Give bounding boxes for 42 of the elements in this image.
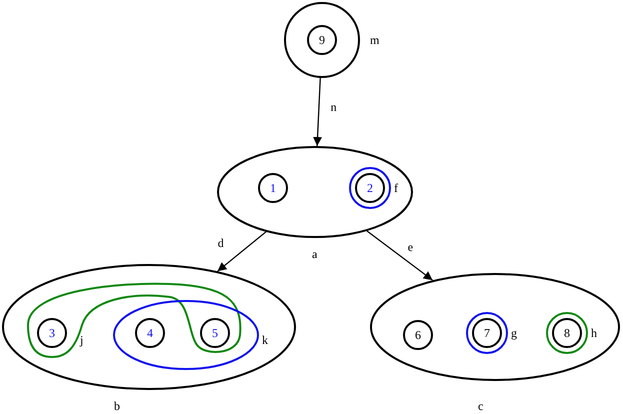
circle-node <box>472 318 502 348</box>
node-label: 7 <box>483 326 491 340</box>
node-label: 3 <box>48 326 56 340</box>
node-label: 2 <box>366 181 374 195</box>
node-label: 8 <box>563 326 571 340</box>
ring <box>349 167 391 209</box>
node-label: 6 <box>414 328 422 342</box>
circle-node <box>37 318 67 348</box>
circle-node <box>200 318 230 348</box>
node-label: m <box>370 33 380 47</box>
node-label: f <box>394 181 398 195</box>
edge-label: n <box>330 100 337 114</box>
node-label: c <box>478 399 484 413</box>
edge-label: e <box>408 240 414 254</box>
circle-node <box>135 318 165 348</box>
node-label: g <box>511 326 517 340</box>
ellipse-region <box>370 273 620 381</box>
ellipse-region <box>2 264 296 390</box>
ellipse-region <box>217 146 413 238</box>
circle-node <box>403 320 433 350</box>
arrow <box>366 230 433 281</box>
arrow <box>217 231 266 272</box>
node-label: 9 <box>318 33 326 47</box>
node-label: k <box>262 333 268 347</box>
node-label: 4 <box>146 326 154 340</box>
node-label: a <box>312 247 318 261</box>
node-label: 5 <box>211 326 219 340</box>
node-label: j <box>80 333 84 347</box>
node-label: h <box>591 326 597 340</box>
edge-label: d <box>218 236 224 250</box>
circle-node <box>355 173 385 203</box>
circle-node <box>552 318 582 348</box>
ring <box>546 312 588 354</box>
region-outline <box>26 281 243 359</box>
ring <box>466 312 508 354</box>
outer-ring <box>284 2 360 78</box>
circle-node <box>307 25 337 55</box>
ellipse-region <box>113 300 259 370</box>
arrow <box>313 78 322 146</box>
node-label: 1 <box>269 181 277 195</box>
circle-node <box>258 173 288 203</box>
node-label: b <box>114 399 120 413</box>
